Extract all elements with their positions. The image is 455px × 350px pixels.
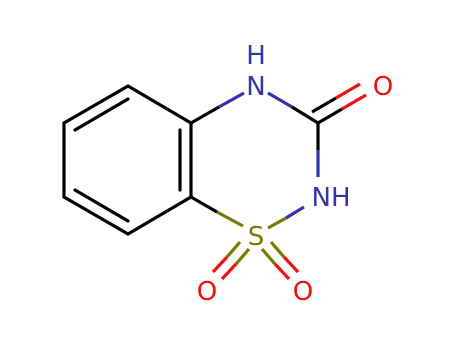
bond-s-o-right-red-2 [282, 255, 300, 274]
bond-ring-top [126, 84, 193, 125]
bond-s-c-olive [216, 210, 244, 228]
bond-nh-s-blue [285, 205, 305, 220]
bond-s-o-right-olive-2 [269, 240, 286, 259]
bond-s-o-left-red-2 [211, 255, 229, 274]
atom-o-sulfonyl-right: O [293, 277, 313, 307]
benzene-ring [62, 84, 193, 236]
bond-c-n-top-blue [218, 91, 245, 109]
bond-c-o-red-1 [341, 93, 367, 111]
bond-ring-bottom-left-inner [73, 188, 130, 223]
bond-ring-top-left-inner [73, 97, 130, 132]
bond-nh-s-olive [267, 216, 287, 230]
bond-s-o-left-red-1 [220, 262, 238, 281]
atom-h-top: H [246, 41, 266, 71]
atom-o-sulfonyl-left: O [197, 277, 217, 307]
bond-ring-bottom-left [62, 195, 130, 236]
bond-s-o-right-olive-1 [260, 247, 277, 266]
atom-s: S [248, 222, 265, 252]
bond-ring-top-left [62, 84, 130, 125]
bond-ring-bottom [126, 195, 193, 236]
bond-n-c-carbonyl-blue [267, 91, 293, 109]
bond-c-o-red-2 [335, 82, 361, 100]
bond-s-o-left-olive-2 [225, 240, 242, 259]
atom-n-top: N [246, 72, 265, 102]
atom-o-carbonyl: O [373, 72, 393, 102]
bond-n-c-carbonyl-black [291, 105, 319, 125]
bond-c-n-top-black [190, 105, 220, 125]
bond-c-o-black-1 [317, 107, 343, 125]
bond-s-o-right-red-1 [273, 262, 291, 281]
atom-nh-right: NH [312, 183, 351, 213]
bond-s-c-black [190, 195, 218, 214]
bond-c-o-black-2 [311, 96, 337, 114]
bond-s-o-left-olive-1 [234, 247, 251, 266]
